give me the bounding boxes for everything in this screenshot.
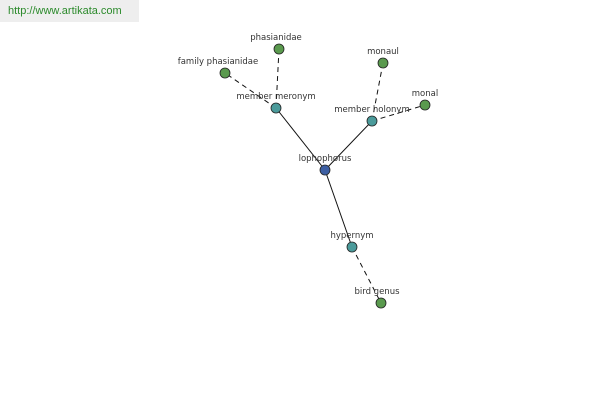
relation-node-member-meronym-label: member meronym [236,92,315,102]
graph-edges [224,48,426,304]
edge-member-meronym-to-family-phasianidae [224,72,277,109]
leaf-node-phasianidae-circle-icon[interactable] [273,43,285,55]
relation-node-member-holonym-circle-icon[interactable] [366,115,378,127]
edge-member-holonym-to-monaul [371,62,384,122]
relation-node-member-holonym[interactable]: member holonym [334,105,410,127]
edge-center-to-hypernym [324,169,353,248]
relation-node-hypernym-label: hypernym [330,231,373,241]
leaf-node-family-phasianidae[interactable]: family phasianidae [178,57,259,79]
node-lophophorus[interactable]: lophophorus [299,154,352,176]
leaf-node-bird-genus-circle-icon[interactable] [375,297,387,309]
edge-member-meronym-to-phasianidae [275,48,280,109]
leaf-node-family-phasianidae-label: family phasianidae [178,57,259,67]
relation-node-member-meronym-circle-icon[interactable] [270,102,282,114]
leaf-node-phasianidae-label: phasianidae [250,33,302,43]
leaf-node-monaul-circle-icon[interactable] [377,57,389,69]
relation-node-hypernym-circle-icon[interactable] [346,241,358,253]
relation-node-member-holonym-label: member holonym [334,105,409,115]
edge-center-to-member-holonym [324,120,373,171]
node-lophophorus-label: lophophorus [299,154,352,164]
leaf-node-monaul-label: monaul [367,47,399,57]
relation-node-hypernym[interactable]: hypernym [330,231,374,253]
leaf-node-monal-circle-icon[interactable] [419,99,431,111]
leaf-node-monal[interactable]: monal [412,89,438,111]
leaf-node-bird-genus-label: bird genus [354,287,400,297]
leaf-node-monal-label: monal [412,89,438,99]
edge-member-holonym-to-monal [371,104,426,122]
edge-hypernym-to-bird-genus [351,246,382,304]
leaf-node-family-phasianidae-circle-icon[interactable] [219,67,231,79]
leaf-node-phasianidae[interactable]: phasianidae [250,33,302,55]
node-lophophorus-circle-icon[interactable] [319,164,331,176]
graph-nodes: lophophorus member meronym phasianidae fami… [178,33,438,309]
leaf-node-monaul[interactable]: monaul [367,47,399,69]
leaf-node-bird-genus[interactable]: bird genus [354,287,400,309]
edge-center-to-member-meronym [275,107,326,171]
source-url-link[interactable]: http://www.artikata.com [0,0,139,22]
relation-node-member-meronym[interactable]: member meronym [236,92,316,114]
